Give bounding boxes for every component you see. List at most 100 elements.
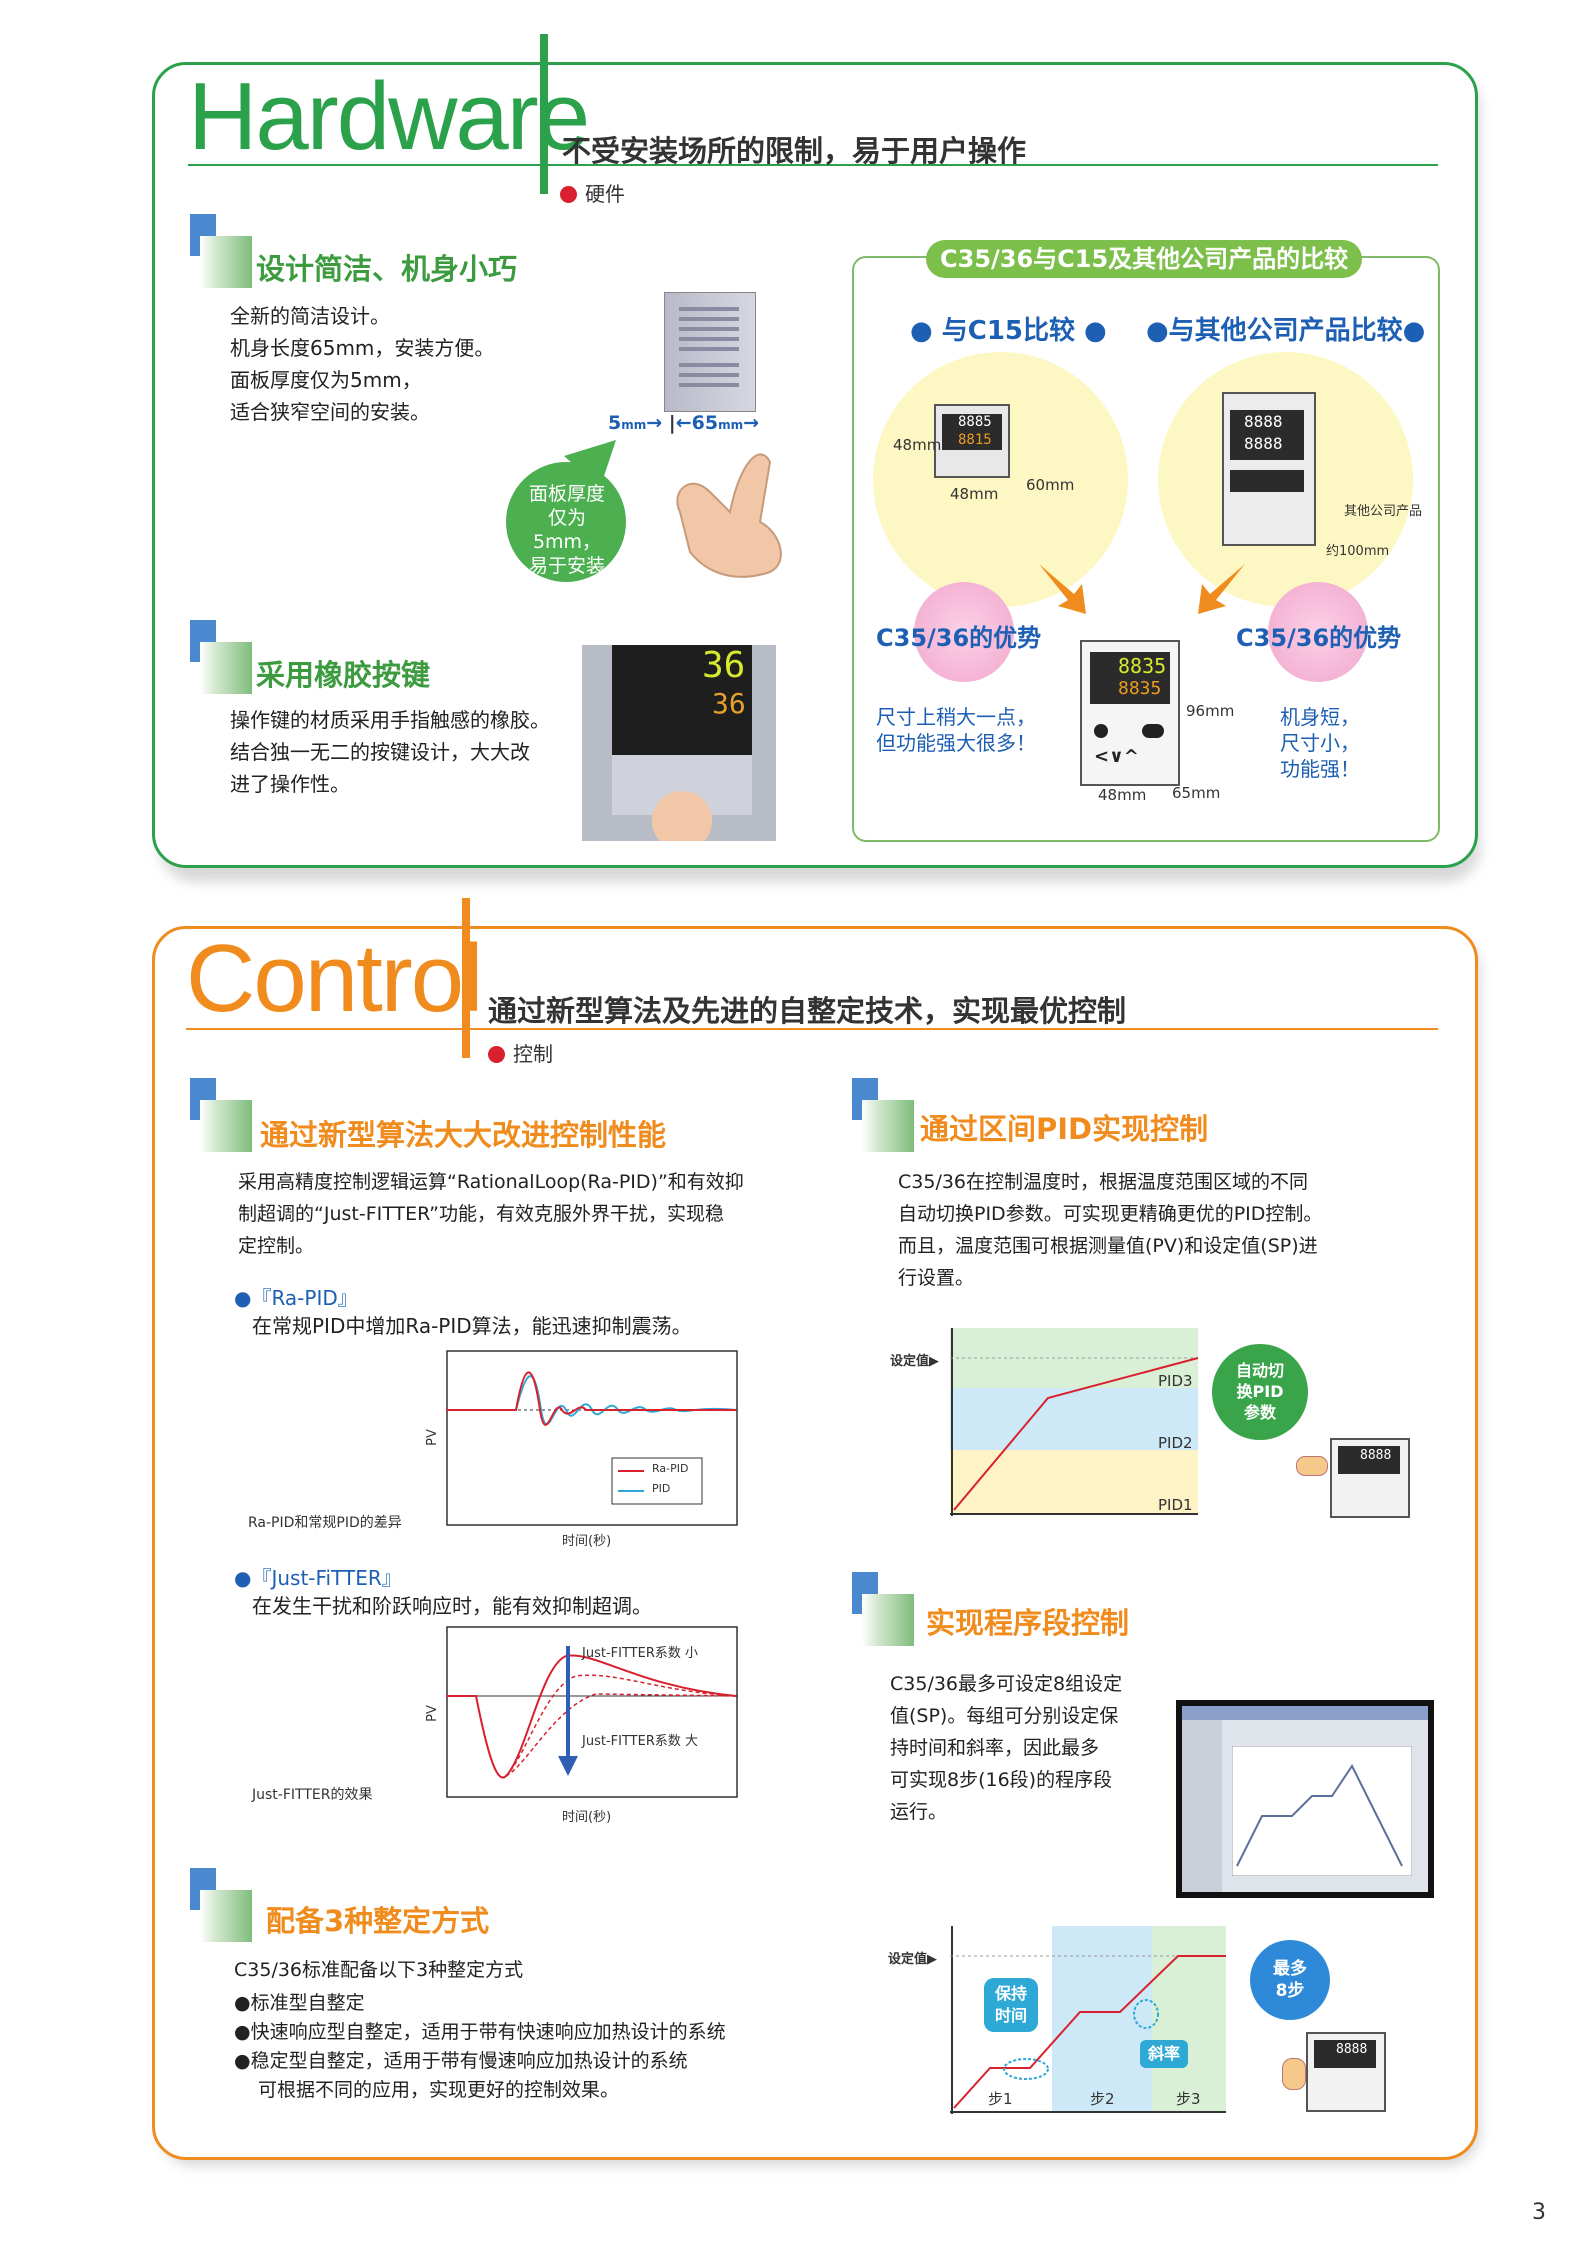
zone-label: PID1 bbox=[1158, 1496, 1193, 1514]
yellow-circle bbox=[873, 352, 1128, 607]
c35-device: 8835 8835 <∨^ bbox=[1080, 640, 1180, 786]
x-axis-label: 时间(秒) bbox=[562, 1534, 612, 1549]
advantage-bubble bbox=[914, 582, 1014, 682]
jf-desc: 在发生干扰和阶跃响应时，能有效抑制超调。 bbox=[252, 1594, 652, 1618]
rapid-label: ●『Ra-PID』 bbox=[234, 1286, 358, 1310]
hardware-underline bbox=[188, 164, 1438, 166]
auto-switch-bubble: 自动切 换PID 参数 bbox=[1212, 1344, 1308, 1440]
controller-side-image bbox=[664, 292, 756, 412]
section-body: C35/36在控制温度时，根据温度范围区域的不同 自动切换PID参数。可实现更精… bbox=[898, 1171, 1323, 1289]
step-label: 步3 bbox=[1176, 2090, 1201, 2108]
legend-label: Ra-PID bbox=[652, 1462, 689, 1475]
rapid-desc: 在常规PID中增加Ra-PID算法，能迅速抑制震荡。 bbox=[252, 1314, 692, 1338]
section-title: 设计简洁、机身小巧 bbox=[256, 252, 518, 286]
jf-small-label: Just-FITTER系数 小 bbox=[582, 1646, 698, 1661]
rubber-key-photo: 36 36 bbox=[582, 645, 776, 841]
dim-label: 65mm bbox=[1172, 784, 1221, 802]
hand-image bbox=[676, 453, 782, 578]
software-screenshot bbox=[1176, 1700, 1434, 1898]
section-marker-icon bbox=[200, 236, 252, 288]
control-tagline: 通过新型算法及先进的自整定技术，实现最优控制 bbox=[488, 994, 1127, 1028]
mascot-device: 8888 bbox=[1306, 2032, 1386, 2112]
step-label: 步1 bbox=[988, 2090, 1013, 2108]
y-axis-label: PV bbox=[424, 1705, 440, 1722]
mascot-hand-icon bbox=[1282, 2058, 1306, 2090]
zone-label: PID2 bbox=[1158, 1434, 1193, 1452]
jf-large-label: Just-FITTER系数 大 bbox=[582, 1734, 698, 1749]
section-title: 配备3种整定方式 bbox=[266, 1904, 490, 1938]
other-label: 其他公司产品 bbox=[1344, 504, 1423, 519]
dim-label: 96mm bbox=[1186, 702, 1235, 720]
dimension-label: 5mm→ |←65mm→ bbox=[608, 412, 760, 434]
hardware-divider bbox=[540, 34, 548, 194]
max-steps-bubble: 最多 8步 bbox=[1250, 1940, 1330, 2020]
section-title: 通过区间PID实现控制 bbox=[920, 1112, 1209, 1146]
c15-device: 8885 8815 bbox=[934, 404, 1010, 478]
section-title: 通过新型算法大大改进控制性能 bbox=[260, 1118, 667, 1152]
section-marker-icon bbox=[200, 1890, 252, 1942]
step-label: 步2 bbox=[1090, 2090, 1115, 2108]
arrow-icon bbox=[1198, 564, 1245, 614]
section-body: C35/36最多可设定8组设定 值(SP)。每组可分别设定保 持时间和斜率，因此… bbox=[890, 1673, 1123, 1823]
setpoint-label: 设定值▶ bbox=[890, 1354, 939, 1369]
dim-label: 48mm bbox=[1098, 786, 1147, 804]
comparison-title: C35/36与C15及其他公司产品的比较 bbox=[926, 240, 1363, 278]
chart-caption: Just-FITTER的效果 bbox=[252, 1787, 373, 1803]
speech-bubble bbox=[506, 440, 626, 582]
section-marker-icon bbox=[200, 642, 252, 694]
advantage-left: C35/36的优势 bbox=[876, 624, 1042, 652]
other-device: 8888 8888 bbox=[1222, 392, 1316, 546]
left-heading: ● 与C15比较 ● bbox=[910, 316, 1107, 346]
jf-label: ●『Just-FiTTER』 bbox=[234, 1566, 402, 1590]
mascot-device: 8888 bbox=[1330, 1438, 1410, 1518]
jf-chart bbox=[446, 1626, 738, 1798]
jf-small-line bbox=[446, 1654, 737, 1779]
section-title: 采用橡胶按键 bbox=[256, 658, 431, 692]
x-axis-label: 时间(秒) bbox=[562, 1810, 612, 1825]
control-panel bbox=[152, 926, 1478, 2160]
control-underline bbox=[186, 1028, 1438, 1030]
dim-label: 48mm bbox=[893, 436, 942, 454]
arrow-icon bbox=[1039, 564, 1086, 614]
rapid-chart bbox=[446, 1350, 738, 1526]
other-depth: 约100mm bbox=[1326, 544, 1390, 559]
advantage-right-text: 机身短， 尺寸小， 功能强！ bbox=[1280, 705, 1360, 781]
advantage-left-text: 尺寸上稍大一点， 但功能强大很多！ bbox=[876, 705, 1036, 755]
section-marker-icon bbox=[862, 1594, 914, 1646]
ramp-badge: 斜率 bbox=[1140, 2040, 1188, 2068]
hardware-heading: Hardware bbox=[188, 63, 590, 170]
legend-label: PID bbox=[652, 1482, 671, 1495]
hold-time-badge: 保持 时间 bbox=[984, 1978, 1038, 2032]
zone-label: PID3 bbox=[1158, 1372, 1193, 1390]
zone-pid-chart bbox=[950, 1328, 1199, 1516]
control-divider bbox=[462, 898, 470, 1058]
hardware-tagline: 不受安装场所的限制，易于用户操作 bbox=[562, 134, 1027, 168]
control-heading: Control bbox=[186, 925, 483, 1032]
section-body: 采用高精度控制逻辑运算“RationalLoop(Ra-PID)”和有效抑 制超… bbox=[238, 1171, 744, 1257]
page-number: 3 bbox=[1532, 2200, 1546, 2225]
hardware-subtitle: 硬件 bbox=[560, 178, 625, 207]
setpoint-label: 设定值▶ bbox=[888, 1952, 937, 1967]
rapid-series-line bbox=[446, 1371, 736, 1426]
section-marker-icon bbox=[200, 1100, 252, 1152]
right-heading: ●与其他公司产品比较● bbox=[1146, 316, 1426, 346]
section-body: 操作键的材质采用手指触感的橡胶。 结合独一无二的按键设计，大大改 进了操作性。 bbox=[230, 708, 550, 796]
section-title: 实现程序段控制 bbox=[926, 1606, 1130, 1640]
section-body: 全新的简洁设计。 机身长度65mm，安装方便。 面板厚度仅为5mm， 适合狭窄空… bbox=[230, 304, 495, 424]
y-axis-label: PV bbox=[424, 1429, 440, 1446]
program-chart bbox=[950, 1926, 1226, 2114]
red-dot-icon bbox=[560, 186, 577, 203]
control-subtitle: 控制 bbox=[488, 1038, 553, 1067]
jf-mid-line bbox=[505, 1674, 737, 1777]
mascot-hand-icon bbox=[1296, 1456, 1328, 1476]
advantage-bubble bbox=[1268, 582, 1368, 682]
dim-label: 48mm bbox=[950, 485, 999, 503]
red-dot-icon bbox=[488, 1046, 505, 1063]
section-marker-icon bbox=[862, 1100, 914, 1152]
dim-label: 60mm bbox=[1026, 476, 1075, 494]
chart-caption: Ra-PID和常规PID的差异 bbox=[248, 1515, 402, 1531]
jf-large-line bbox=[505, 1693, 737, 1777]
section-body: C35/36标准配备以下3种整定方式 ●标准型自整定 ●快速响应型自整定，适用于… bbox=[234, 1959, 726, 2101]
bubble-text: 面板厚度 仅为5mm， 易于安装 bbox=[528, 483, 605, 577]
advantage-right: C35/36的优势 bbox=[1236, 624, 1402, 652]
